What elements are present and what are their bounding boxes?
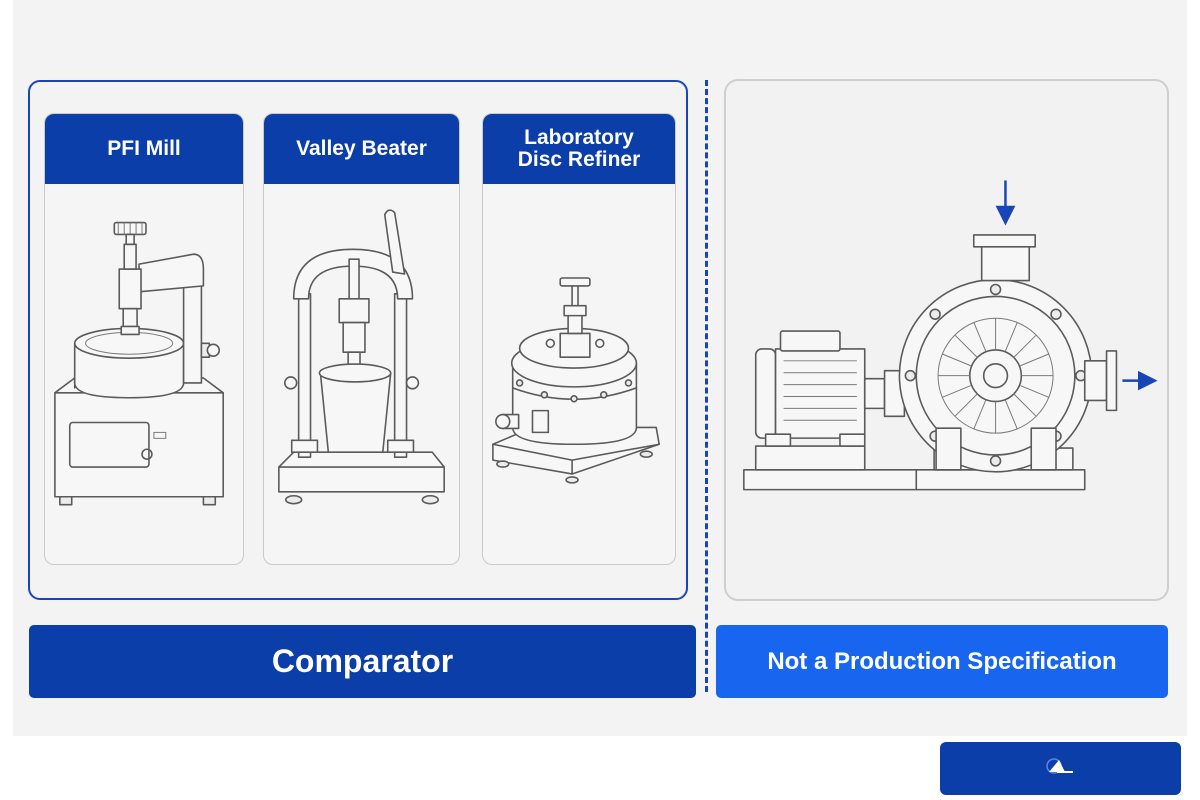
card-pfi-mill: PFI Mill xyxy=(44,113,244,565)
industrial-pump-motor-icon xyxy=(724,79,1169,601)
disc-refiner-icon xyxy=(483,184,675,564)
card-valley-beater: Valley Beater xyxy=(263,113,460,565)
valley-beater-icon xyxy=(264,184,459,564)
not-production-spec-button[interactable]: Not a Production Specification xyxy=(716,625,1168,698)
comparator-button[interactable]: Comparator xyxy=(29,625,696,698)
card-title-disc-refiner: Laboratory Disc Refiner xyxy=(483,114,675,184)
dashed-divider xyxy=(705,80,708,692)
card-disc-refiner: Laboratory Disc Refiner xyxy=(482,113,676,565)
pfi-mill-icon xyxy=(45,184,243,564)
card-title-pfi-mill: PFI Mill xyxy=(45,114,243,184)
footer-badge xyxy=(940,742,1181,795)
brand-logo-icon xyxy=(1043,755,1079,782)
card-title-valley-beater: Valley Beater xyxy=(264,114,459,184)
